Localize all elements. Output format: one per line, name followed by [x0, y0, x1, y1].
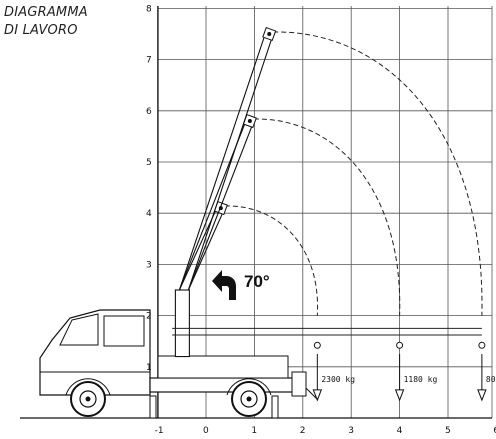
- load-arrow: [394, 389, 405, 402]
- load-arrow: [312, 389, 323, 402]
- boom-positions: [172, 26, 482, 358]
- reach-arcs: [224, 31, 483, 316]
- truck-drawing: [39, 309, 319, 419]
- axes: [20, 6, 492, 419]
- outrigger: [291, 371, 307, 397]
- wheel-arch: [65, 378, 111, 396]
- y-tick-label: 8: [146, 4, 152, 14]
- y-tick-label: 2: [146, 312, 152, 322]
- hook: [396, 341, 404, 349]
- wheel-arch: [226, 378, 272, 396]
- truck-side-window: [103, 315, 145, 347]
- boom-joint: [267, 32, 272, 36]
- y-tick-label: 4: [146, 209, 152, 219]
- x-tick-label: 5: [445, 426, 451, 436]
- load-markers: 2300 kg 1180 kg 800: [312, 341, 496, 402]
- boom-joint: [247, 119, 252, 124]
- x-tick-label: 0: [203, 426, 209, 436]
- boom-arm: [187, 33, 274, 291]
- rotation-arrow-icon: [212, 270, 236, 300]
- x-tick-label: 3: [348, 426, 354, 436]
- y-tick-label: 3: [146, 260, 152, 270]
- boom-arm: [187, 207, 226, 291]
- y-tick-label: 7: [146, 56, 152, 66]
- x-tick-label: 4: [397, 426, 403, 436]
- truck-chassis: [149, 377, 301, 393]
- load-label: 1180 kg: [404, 375, 438, 384]
- rotation-indicator: 70°: [212, 270, 270, 300]
- load-label: 2300 kg: [321, 375, 355, 384]
- hook: [478, 341, 486, 349]
- load-arrow: [477, 389, 487, 402]
- outrigger: [271, 395, 279, 419]
- reach-arc: [273, 31, 483, 316]
- x-tick-label: 1: [251, 426, 257, 436]
- truck-wheel-center: [85, 396, 91, 402]
- grid: [157, 6, 496, 418]
- angle-label: 70°: [244, 272, 270, 291]
- y-tick-label: 6: [146, 107, 152, 117]
- x-tick-label: 2: [300, 426, 306, 436]
- x-tick-label: 6: [493, 426, 496, 436]
- y-tick-label: 5: [146, 158, 152, 168]
- truck-windshield: [59, 313, 99, 346]
- hook: [313, 341, 321, 349]
- boom-base: [174, 289, 190, 358]
- load-label: 800: [486, 375, 496, 384]
- diagram-title: DIAGRAMMA DI LAVORO: [4, 4, 88, 40]
- truck-body: [157, 355, 289, 379]
- truck-wheel-center: [246, 396, 252, 402]
- outrigger: [149, 395, 157, 419]
- title-line-2: DI LAVORO: [4, 23, 78, 38]
- tick-labels: -1 0 1 2 3 4 5 6 1 2 3 4 5 6 7 8: [146, 4, 496, 436]
- title-line-1: DIAGRAMMA: [4, 5, 88, 20]
- reach-arc: [253, 118, 401, 316]
- boom-arm: [187, 120, 255, 291]
- reach-arc: [224, 205, 318, 316]
- boom-arm: [178, 33, 266, 291]
- y-tick-label: 1: [146, 363, 152, 373]
- x-tick-label: -1: [155, 426, 164, 436]
